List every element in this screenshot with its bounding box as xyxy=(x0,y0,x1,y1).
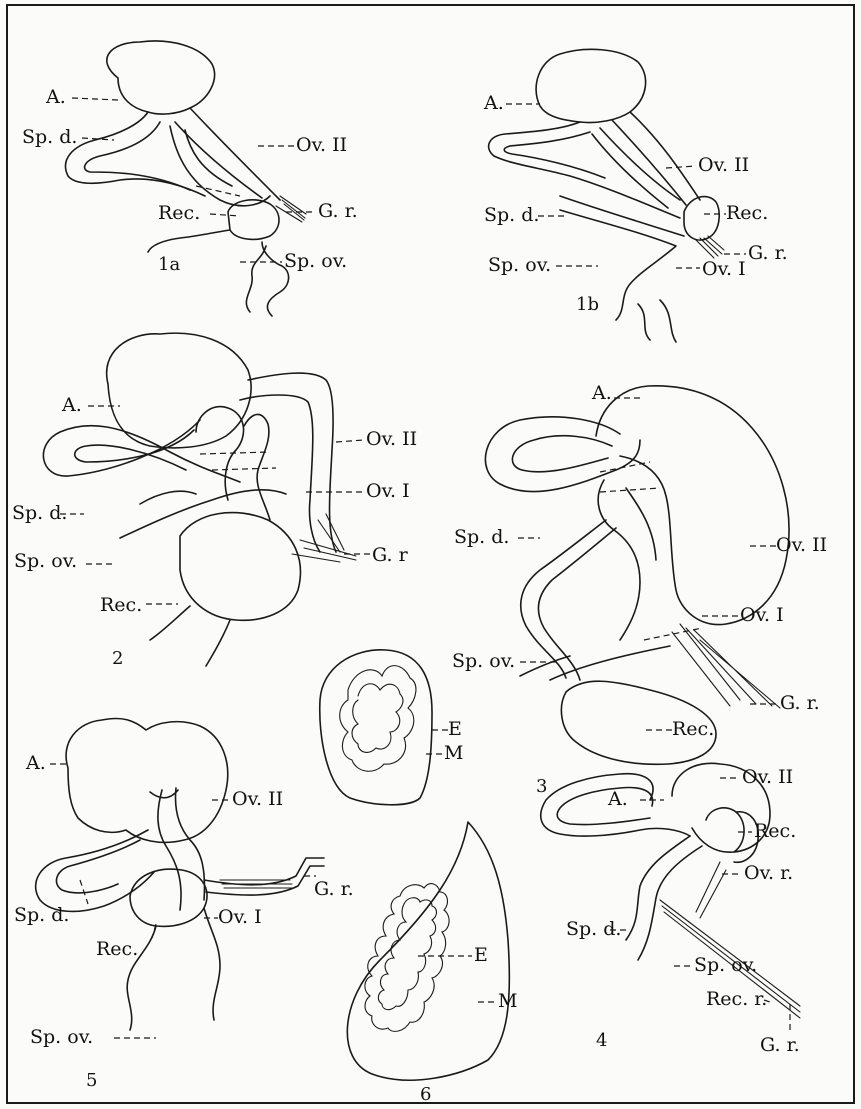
fig3-label-a: A. xyxy=(592,384,612,403)
figure-6-small-drawing xyxy=(320,650,432,805)
fig1b-label-a: A. xyxy=(484,94,504,113)
fig5-label-rec: Rec. xyxy=(96,940,138,959)
fig1a-label-g-r: G. r. xyxy=(318,202,358,221)
fig5-label-g-r: G. r. xyxy=(314,880,354,899)
fig1a-atrium xyxy=(107,41,215,114)
fig1b-number: 1b xyxy=(576,296,599,314)
fig5-atrium xyxy=(66,718,228,842)
figure-5-drawing xyxy=(36,718,324,1030)
fig3-base xyxy=(520,646,670,680)
fig4-label-sp-ov: Sp. ov. xyxy=(694,956,757,975)
fig6-epithelium xyxy=(365,884,449,1032)
fig6s-epithelium xyxy=(340,666,416,772)
fig3-label-ov-i: Ov. I xyxy=(740,606,784,625)
fig6-label-e: E xyxy=(474,946,488,965)
fig2-atrium xyxy=(107,333,251,448)
fig5-label-ov-i: Ov. I xyxy=(218,908,262,927)
fig1b-oviduct-ii xyxy=(612,112,700,205)
fig1a-label-rec: Rec. xyxy=(158,204,200,223)
fig1b-label-rec: Rec. xyxy=(726,204,768,223)
fig5-central xyxy=(150,788,204,910)
fig2-central xyxy=(196,407,270,520)
fig2-label-ov-ii: Ov. II xyxy=(366,430,417,449)
fig1a-duct-outer xyxy=(66,112,205,196)
fig1a-duct-inner xyxy=(85,122,190,190)
fig1b-label-ov-ii: Ov. II xyxy=(698,156,749,175)
fig2-loop xyxy=(43,420,240,482)
fig4-number: 4 xyxy=(596,1032,607,1050)
fig5-label-a: A. xyxy=(26,754,46,773)
figure-2-drawing xyxy=(43,333,356,666)
fig1a-label-sp-d: Sp. d. xyxy=(22,128,77,147)
leader-lines xyxy=(50,98,790,1038)
fig3-atrium xyxy=(596,386,789,625)
fig4-label-g-r: G. r. xyxy=(760,1036,800,1055)
fig1a-label-a: A. xyxy=(46,88,66,107)
fig3-loop xyxy=(485,417,640,492)
fig1b-atrium xyxy=(536,49,645,122)
fig4-label-a: A. xyxy=(608,790,628,809)
fig1a-number: 1a xyxy=(158,256,180,274)
fig1b-label-sp-ov: Sp. ov. xyxy=(488,256,551,275)
fig1b-label-g-r: G. r. xyxy=(748,244,788,263)
fig1b-lower xyxy=(560,196,684,342)
fig6-small-label-e: E xyxy=(448,720,462,739)
fig1b-label-ov-i: Ov. I xyxy=(702,260,746,279)
fig6-number: 6 xyxy=(420,1086,431,1104)
fig5-loop xyxy=(36,830,154,911)
fig1a-label-ov-ii: Ov. II xyxy=(296,136,347,155)
fig5-number: 5 xyxy=(86,1072,97,1090)
fig2-number: 2 xyxy=(112,650,123,668)
fig2-label-sp-d: Sp. d. xyxy=(12,504,67,523)
fig4-label-rec-r: Rec. r. xyxy=(706,990,767,1009)
figure-4-drawing xyxy=(541,763,800,1018)
fig4-lower xyxy=(626,836,702,960)
fig6-label-m: M xyxy=(498,992,517,1011)
fig1a-oviduct-ii xyxy=(175,108,280,200)
fig3-gland xyxy=(672,624,780,708)
fig4-label-ov-r: Ov. r. xyxy=(744,864,793,883)
fig3-label-g-r: G. r. xyxy=(780,694,820,713)
fig2-label-ov-i: Ov. I xyxy=(366,482,410,501)
fig2-gland xyxy=(292,514,356,562)
figure-1a-drawing xyxy=(66,41,306,316)
fig5-rec xyxy=(130,869,207,926)
fig2-label-g-r: G. r xyxy=(372,546,408,565)
fig4-lobe xyxy=(706,808,744,852)
fig3-dashes xyxy=(600,462,660,492)
fig4-label-rec: Rec. xyxy=(754,822,796,841)
fig5-label-sp-d: Sp. d. xyxy=(14,906,69,925)
fig2-tail xyxy=(150,606,230,666)
fig5-label-sp-ov: Sp. ov. xyxy=(30,1028,93,1047)
fig3-number: 3 xyxy=(536,778,547,796)
fig2-rec xyxy=(180,513,300,621)
fig6s-outline xyxy=(320,650,432,805)
fig3-label-rec: Rec. xyxy=(672,720,714,739)
fig3-central xyxy=(598,480,656,640)
fig2-label-a: A. xyxy=(62,396,82,415)
fig6-small-label-m: M xyxy=(444,744,463,763)
fig1b-gland xyxy=(696,236,724,258)
fig3-label-sp-d: Sp. d. xyxy=(454,528,509,547)
figure-3-drawing xyxy=(485,386,789,764)
fig2-label-rec: Rec. xyxy=(100,596,142,615)
fig1b-label-sp-d: Sp. d. xyxy=(484,206,539,225)
figure-1b-drawing xyxy=(489,49,724,342)
fig3-label-ov-ii: Ov. II xyxy=(776,536,827,555)
fig1b-rec xyxy=(684,197,719,240)
fig4-label-sp-d: Sp. d. xyxy=(566,920,621,939)
fig5-label-ov-ii: Ov. II xyxy=(232,790,283,809)
fig1a-label-sp-ov: Sp. ov. xyxy=(284,252,347,271)
fig3-label-sp-ov: Sp. ov. xyxy=(452,652,515,671)
fig4-label-ov-ii: Ov. II xyxy=(742,768,793,787)
fig2-label-sp-ov: Sp. ov. xyxy=(14,552,77,571)
fig2-dashes xyxy=(200,452,276,470)
